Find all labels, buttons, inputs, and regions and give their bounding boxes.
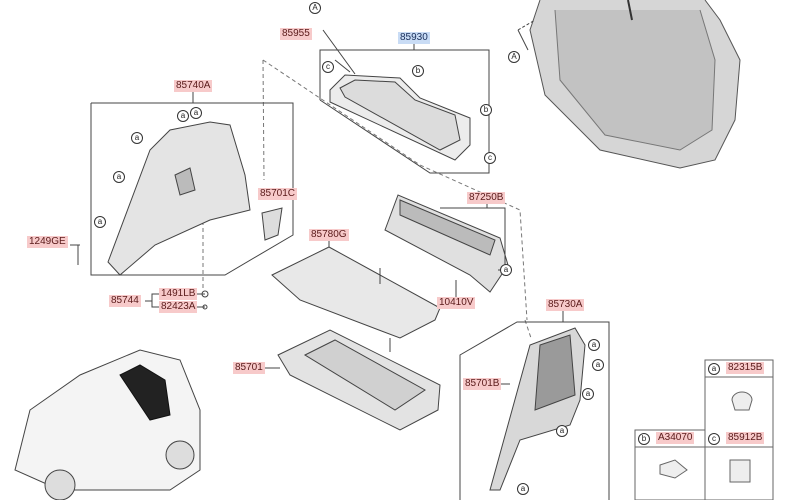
legend-part-85912B[interactable]: 85912B xyxy=(726,432,765,444)
callout-a: a xyxy=(190,107,202,119)
part-label-85701[interactable]: 85701 xyxy=(233,362,265,374)
tailgate-drawing xyxy=(529,0,741,169)
callout-a: a xyxy=(582,388,594,400)
callout-a: a xyxy=(592,359,604,371)
callout-a-legend: a xyxy=(708,363,720,375)
part-label-85740A[interactable]: 85740A xyxy=(174,80,213,92)
callout-c: c xyxy=(484,152,496,164)
fastener-bracket xyxy=(145,290,209,310)
legend-part-A34070[interactable]: A34070 xyxy=(656,432,695,444)
luggage-tray-group xyxy=(265,329,441,431)
callout-a: a xyxy=(131,132,143,144)
part-label-85701B[interactable]: 85701B xyxy=(463,378,502,390)
package-tray-group xyxy=(319,29,490,174)
callout-a: a xyxy=(500,264,512,276)
part-label-87250B[interactable]: 87250B xyxy=(467,192,506,204)
part-label-85955[interactable]: 85955 xyxy=(280,28,312,40)
callout-a: a xyxy=(517,483,529,495)
callout-b: b xyxy=(412,65,424,77)
part-label-85930[interactable]: 85930 xyxy=(398,32,430,44)
callout-A: A xyxy=(309,2,321,14)
part-label-85780G[interactable]: 85780G xyxy=(309,229,349,241)
callout-a: a xyxy=(556,425,568,437)
part-label-82423A[interactable]: 82423A xyxy=(159,301,198,313)
callout-A: A xyxy=(508,51,520,63)
legend-part-82315B[interactable]: 82315B xyxy=(726,362,765,374)
callout-a: a xyxy=(113,171,125,183)
callout-b-legend: b xyxy=(638,433,650,445)
quarter-trim-rh-group xyxy=(459,311,610,500)
part-label-85701C[interactable]: 85701C xyxy=(258,188,298,200)
part-label-85730A[interactable]: 85730A xyxy=(546,299,585,311)
luggage-board-group xyxy=(271,241,441,339)
part-label-1491LB[interactable]: 1491LB xyxy=(159,288,198,300)
car-illustration xyxy=(14,349,201,500)
sill-plate-group xyxy=(384,194,509,297)
callout-a: a xyxy=(588,339,600,351)
quarter-trim-lh-group xyxy=(70,92,294,276)
callout-b: b xyxy=(480,104,492,116)
part-label-1249GE[interactable]: 1249GE xyxy=(27,236,68,248)
legend-boxes xyxy=(634,359,774,500)
callout-a: a xyxy=(94,216,106,228)
callout-a: a xyxy=(177,110,189,122)
callout-c: c xyxy=(322,61,334,73)
part-label-10410V[interactable]: 10410V xyxy=(437,297,476,309)
callout-c-legend: c xyxy=(708,433,720,445)
part-label-85744[interactable]: 85744 xyxy=(109,295,141,307)
